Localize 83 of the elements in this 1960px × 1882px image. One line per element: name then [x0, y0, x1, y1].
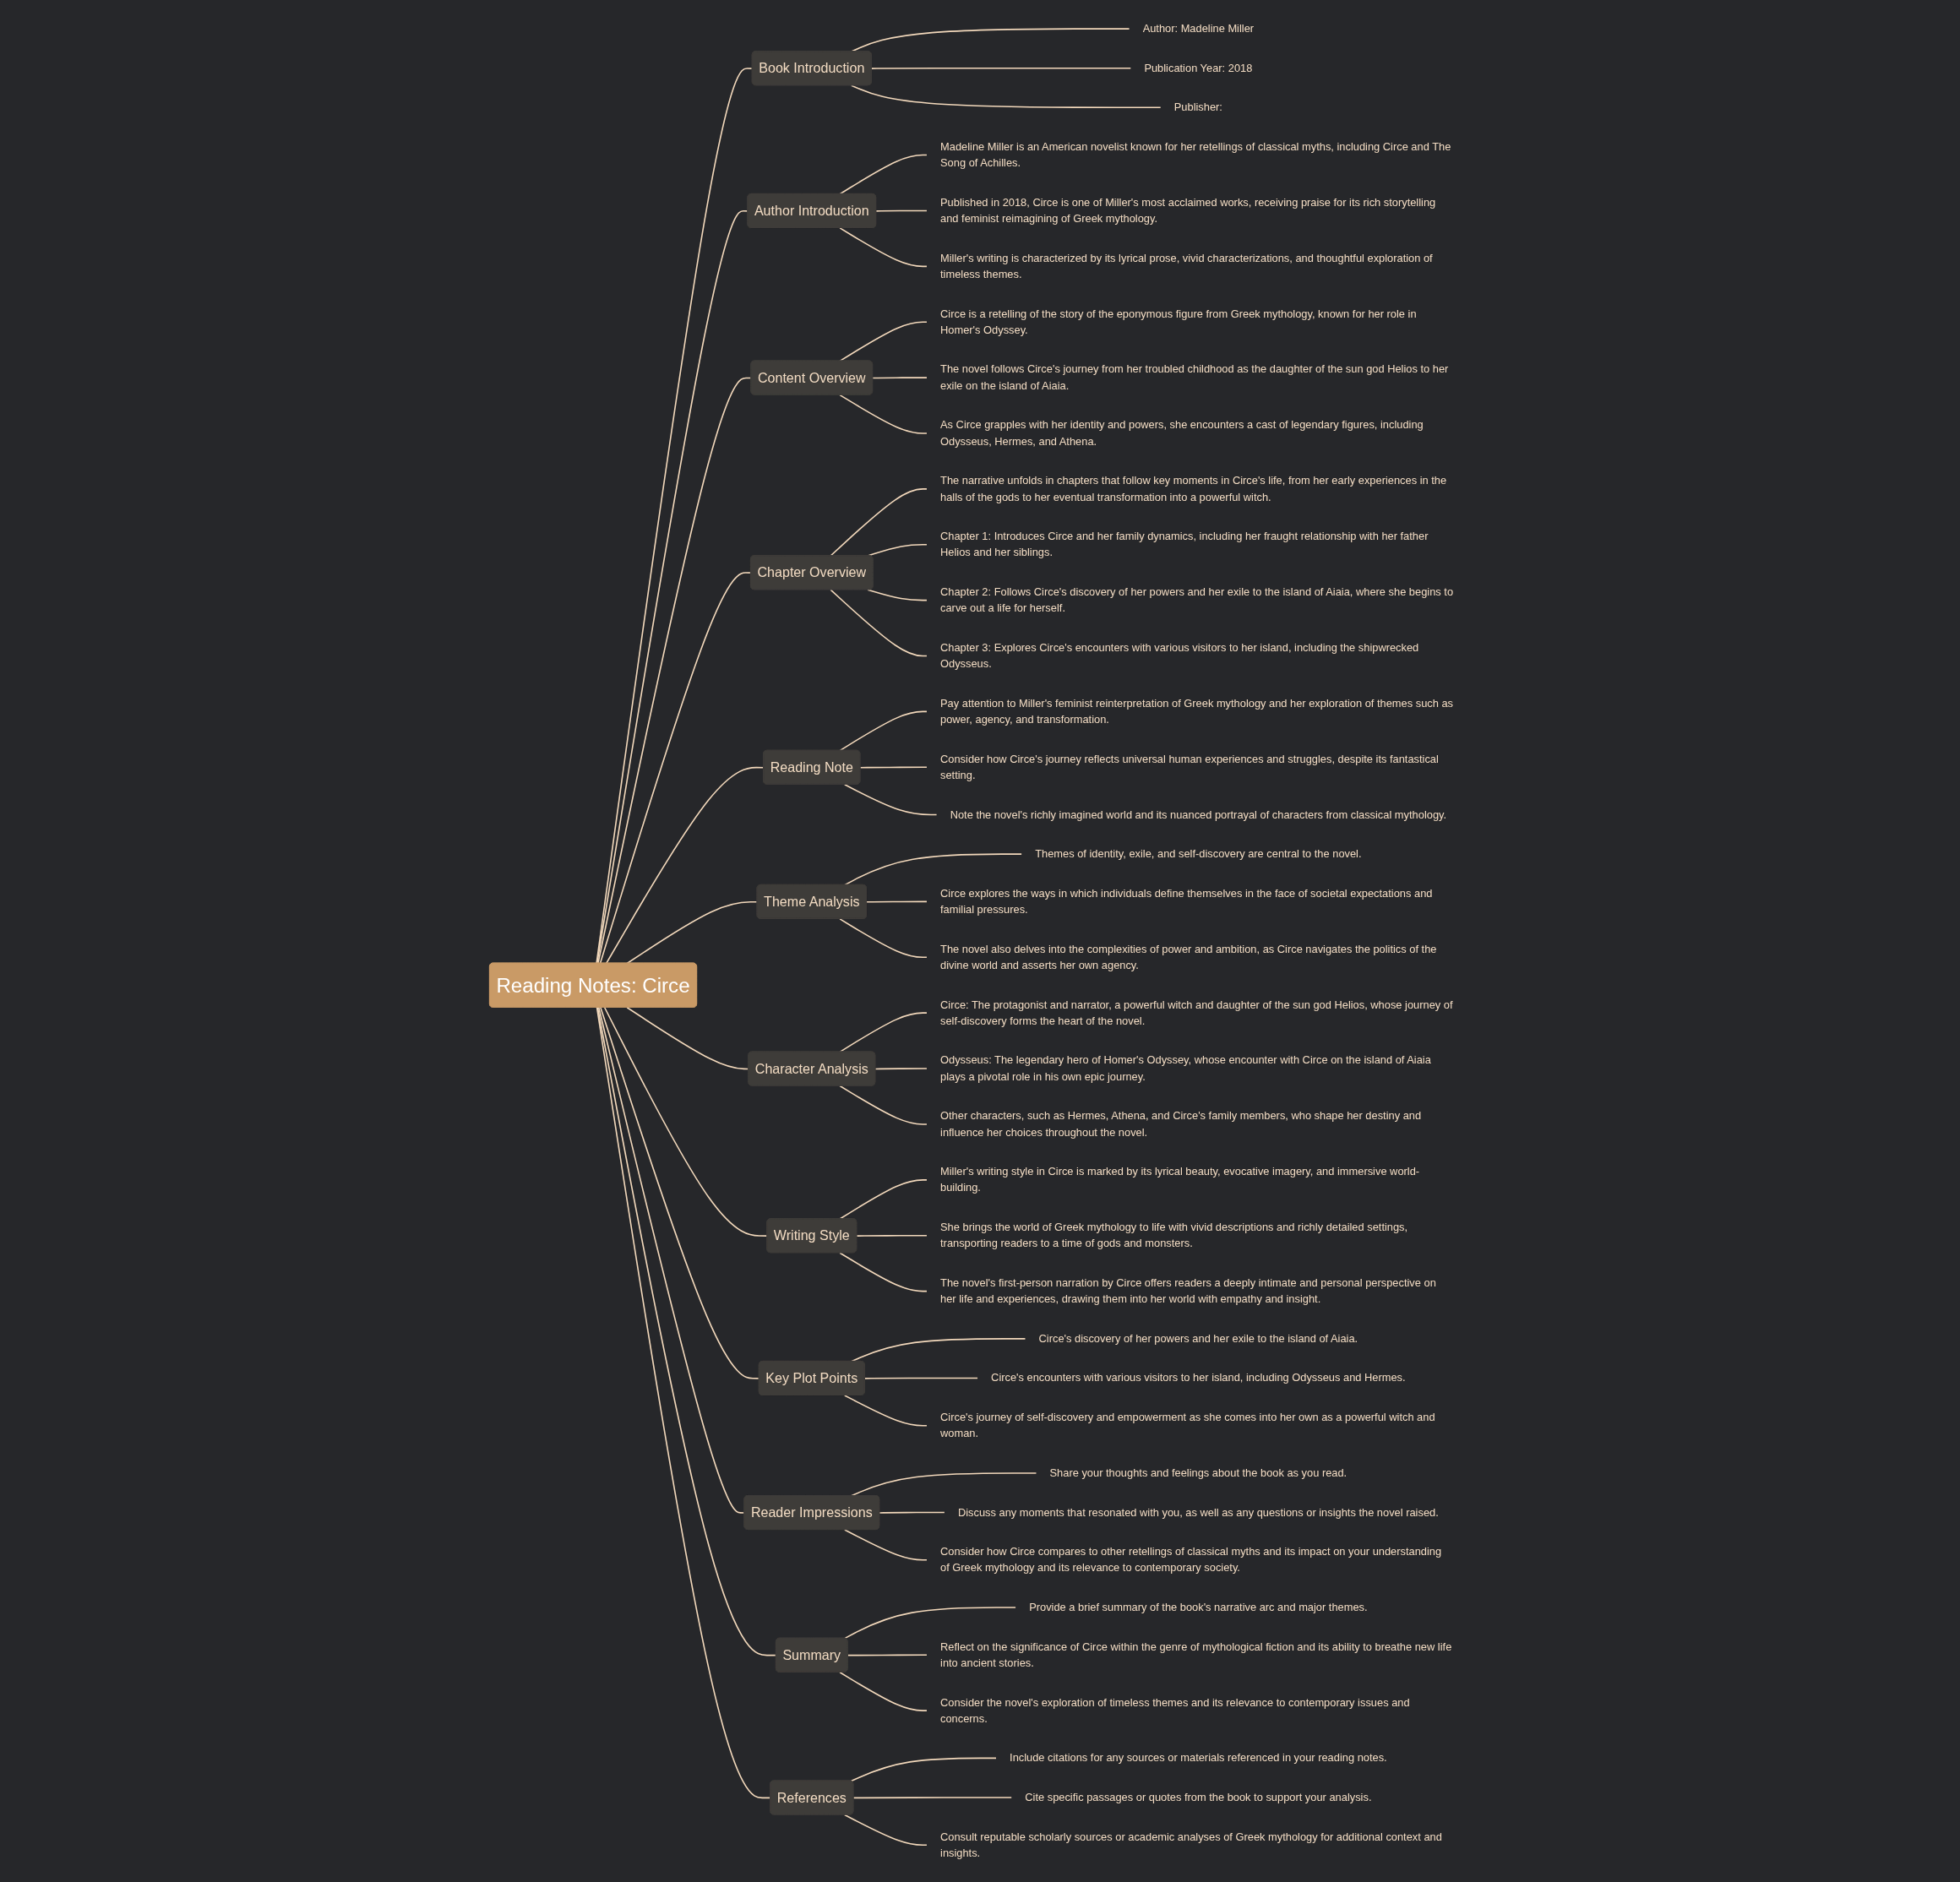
- connector: [872, 377, 928, 379]
- connector: [875, 209, 928, 212]
- connector: [844, 1529, 928, 1561]
- connector: [871, 67, 1132, 69]
- node-text: Consider how Circe's journey reflects universal human experiences and struggles, despite its fantastical setting.: [940, 753, 1440, 781]
- connector: [867, 589, 928, 601]
- node-text: The novel follows Circe's journey from her troubled childhood as the daughter of the sun god Helios to her exile on the island of Aiaia.: [940, 363, 1449, 392]
- node-text: The novel also delves into the complexities of power and ambition, as Circe navigates the politics of the divine world and asserts her own agency.: [940, 943, 1437, 971]
- node-text: Consult reputable scholarly sources or academic analyses of Greek mythology for additional context and insights.: [940, 1830, 1443, 1859]
- node-text: Madeline Miller is an American novelist known for her retellings of classical myths, including Circe and The Song of Achilles.: [940, 140, 1451, 169]
- connector: [879, 1511, 946, 1514]
- node-text: Odysseus: The legendary hero of Homer's Odyssey, whose encounter with Circe on the island of Aiaia plays a pivotal role in his own epic journey.: [940, 1054, 1432, 1083]
- node-text: Circe's encounters with various visitors to her island, including Odysseus and Hermes.: [991, 1372, 1406, 1384]
- connector: [847, 1654, 928, 1656]
- connector: [604, 1006, 769, 1237]
- node-text: Circe explores the ways in which individuals define themselves in the face of societal expectations and familial pressures.: [940, 887, 1433, 916]
- connector: [596, 209, 749, 965]
- node-text: Published in 2018, Circe is one of Miller's most acclaimed works, receiving praise for its rich storytelling and feminist reimagining of Greek mythology.: [940, 196, 1436, 225]
- node-text: Chapter 2: Follows Circe's discovery of her powers and her exile to the island of Aiaia, where she begins to carve out a life for herself.: [940, 585, 1454, 614]
- connector: [626, 900, 759, 965]
- connector: [839, 710, 928, 752]
- connector: [839, 1671, 928, 1711]
- node-text: Consider the novel's exploration of timeless themes and its relevance to contemporary issues and concerns.: [940, 1696, 1410, 1725]
- node-text: Miller's writing style in Circe is marked by its lyrical beauty, evocative imagery, and immersive world-building.: [940, 1165, 1420, 1194]
- connector: [874, 1068, 928, 1070]
- node-text: Circe's discovery of her powers and her exile to the island of Aiaia.: [1038, 1332, 1358, 1345]
- connector: [851, 28, 1130, 52]
- node-text: Themes of identity, exile, and self-discovery are central to the novel.: [1035, 847, 1362, 860]
- node-text: Miller's writing is characterized by its lyrical prose, vivid characterizations, and thoughtful exploration of timeless themes.: [940, 252, 1434, 280]
- node-text: Chapter 3: Explores Circe's encounters with various visitors to her island, including the shipwrecked Odysseus.: [940, 641, 1419, 670]
- node-text: She brings the world of Greek mythology to life with vivid descriptions and richly detailed settings, transporting readers to a time of gods and monsters.: [940, 1221, 1408, 1249]
- node-text: Include citations for any sources or materials referenced in your reading notes.: [1010, 1752, 1388, 1764]
- node-text: Cite specific passages or quotes from the book to support your analysis.: [1025, 1791, 1372, 1803]
- connector: [859, 766, 928, 769]
- connector: [596, 1006, 777, 1656]
- connector: [830, 488, 928, 557]
- connector: [596, 1006, 772, 1799]
- connector: [839, 1252, 928, 1292]
- connector: [844, 1607, 1017, 1640]
- node-text: Reflect on the significance of Circe within the genre of mythological fiction and its ability to breathe new life into ancient stories.: [940, 1640, 1452, 1669]
- connector: [839, 227, 928, 268]
- connector: [844, 1395, 928, 1427]
- connector: [851, 1338, 1026, 1363]
- connector: [597, 377, 753, 965]
- node-text: Other characters, such as Hermes, Athena, and Circe's family members, who shape her destiny and influence her choices throughout the novel.: [940, 1110, 1422, 1139]
- node-text: Consider how Circe compares to other retellings of classical myths and its impact on your understanding of Greek mythology and its relevance to contemporary society.: [940, 1545, 1442, 1574]
- node-text: Note the novel's richly imagined world and its nuanced portrayal of characters from classical mythology.: [950, 808, 1447, 820]
- node-text: Discuss any moments that resonated with you, as well as any questions or insights the novel raised.: [958, 1506, 1440, 1518]
- connector: [864, 1377, 979, 1379]
- node-text: As Circe grapples with her identity and powers, she encounters a cast of legendary figures, including Odysseus, Hermes, and Athena.: [940, 419, 1424, 448]
- node-text: Chapter 1: Introduces Circe and her family dynamics, including her fraught relationship with her father Helios and her siblings.: [940, 530, 1429, 558]
- connector: [839, 154, 928, 195]
- connector: [851, 1472, 1037, 1497]
- node-text: Circe is a retelling of the story of the eponymous figure from Greek mythology, known for her role in Homer's Odyssey.: [940, 307, 1417, 336]
- connector: [852, 1797, 1013, 1799]
- connector: [600, 1006, 760, 1379]
- node-text: Circe's journey of self-discovery and empowerment as she comes into her own as a powerful witch and woman.: [940, 1411, 1435, 1439]
- connector: [856, 1234, 928, 1237]
- connector: [839, 918, 928, 959]
- connector: [626, 1006, 750, 1070]
- node-text: Author: Madeline Miller: [1143, 22, 1255, 35]
- connector: [851, 1757, 998, 1782]
- connector: [844, 853, 1023, 886]
- node-text: Pay attention to Miller's feminist reinterpretation of Greek mythology and her exploration of themes such as power, agency, and transformation.: [940, 697, 1454, 726]
- connector: [598, 1006, 746, 1514]
- connector: [839, 321, 928, 362]
- connector: [839, 1085, 928, 1125]
- connector: [839, 394, 928, 434]
- node-text: Provide a brief summary of the book's narrative arc and major themes.: [1029, 1601, 1368, 1613]
- node-text: Circe: The protagonist and narrator, a powerful witch and daughter of the sun god Helios, whose journey of self-discovery forms the heart of the novel.: [940, 998, 1453, 1027]
- connector: [866, 900, 928, 903]
- node-text: Publication Year: 2018: [1144, 62, 1253, 74]
- connector: [830, 589, 928, 657]
- node-text: Publisher:: [1174, 101, 1223, 113]
- connector: [596, 68, 754, 965]
- connector: [839, 1179, 928, 1220]
- connector: [606, 766, 765, 965]
- connector: [851, 84, 1162, 109]
- connector: [844, 784, 938, 816]
- node-text: The novel's first-person narration by Circe offers readers a deeply intimate and personal perspective on her life and experiences, drawing them into her world with empathy and insight.: [940, 1276, 1437, 1305]
- node-text: Share your thoughts and feelings about the book as you read.: [1049, 1466, 1348, 1479]
- node-text: The narrative unfolds in chapters that follow key moments in Circe's life, from her early experiences in the halls of the gods to her eventual transformation into a powerful witch.: [940, 475, 1447, 503]
- connector: [844, 1814, 928, 1847]
